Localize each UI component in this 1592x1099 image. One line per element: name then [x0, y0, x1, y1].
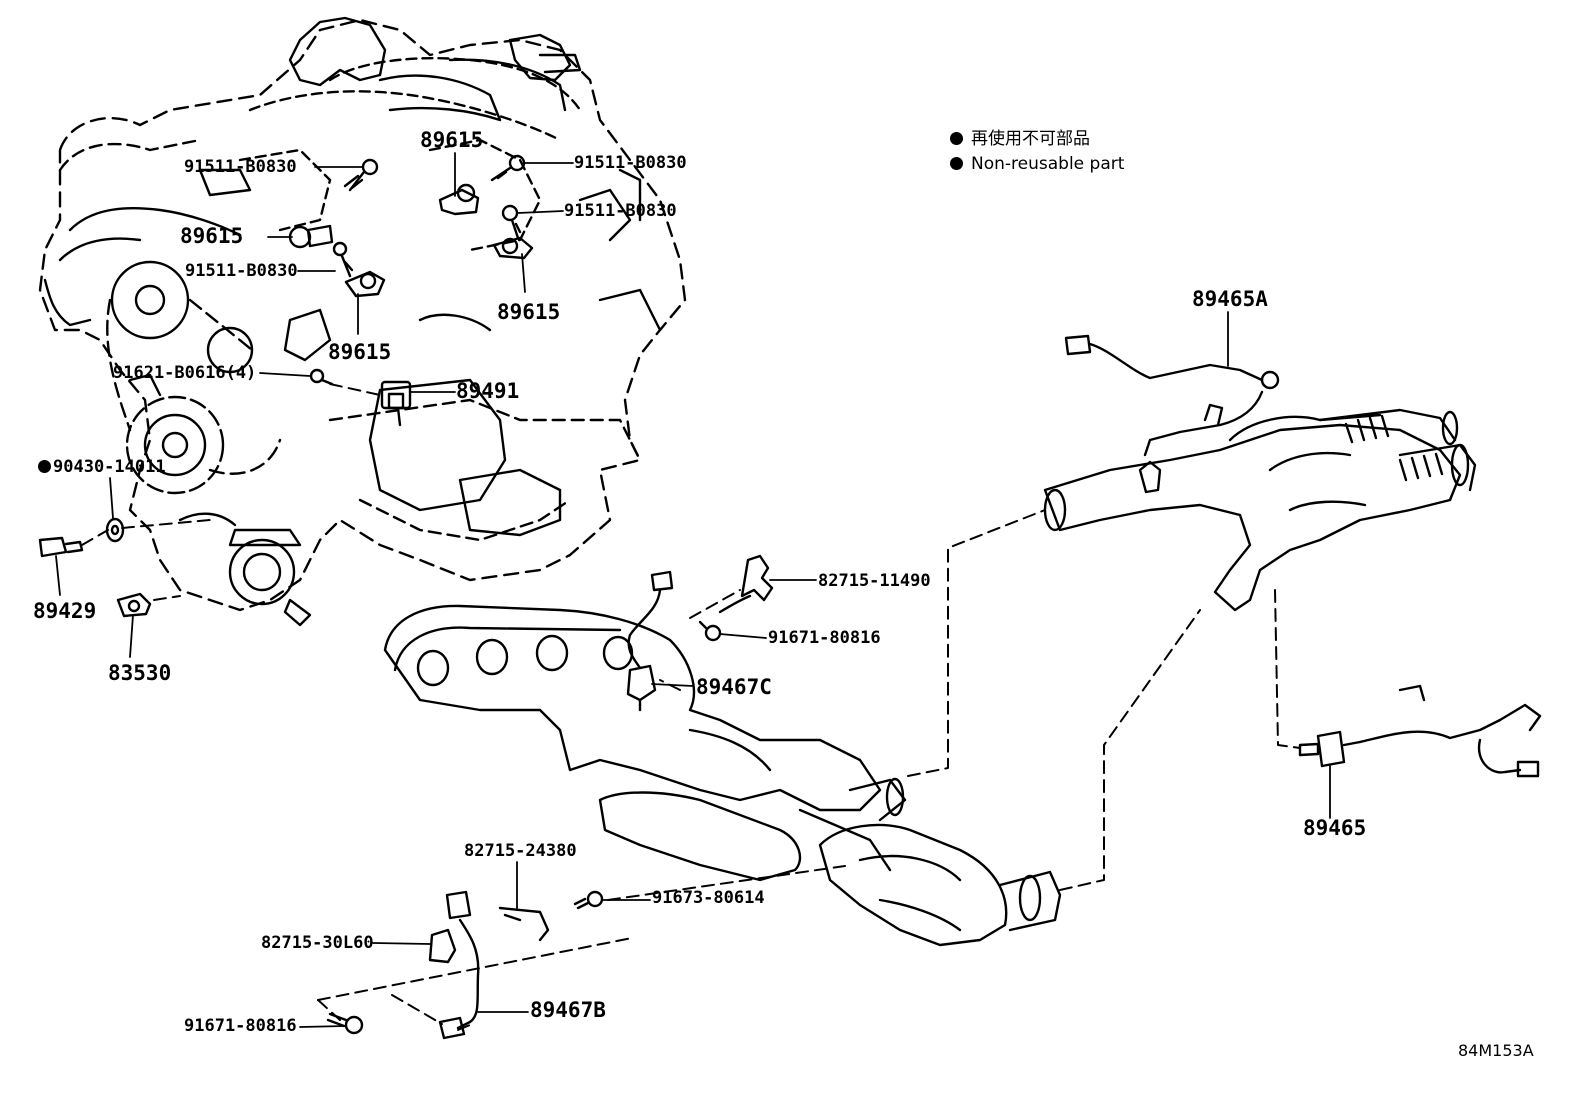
part-label-bolt-right: 91511-B0830	[564, 201, 677, 221]
non-reusable-dot-icon	[38, 460, 51, 473]
exhaust-manifold	[383, 604, 1062, 947]
gasket-number: 90430-14011	[53, 457, 166, 477]
non-reusable-dot-icon	[950, 157, 963, 170]
part-label-bracket-mid: 82715-24380	[464, 841, 577, 861]
part-label-gasket: 90430-14011	[38, 459, 166, 476]
non-reusable-dot-icon	[950, 132, 963, 145]
engine-assembly	[38, 16, 687, 627]
part-label-knock-sensor-left: 89615	[180, 224, 244, 248]
part-label-oil-sender: 83530	[108, 661, 172, 685]
part-label-bracket-upper: 82715-11490	[818, 571, 931, 591]
part-label-oxygen-sensor-b: 89467B	[530, 998, 606, 1022]
part-label-knock-sensor-top: 89615	[420, 128, 484, 152]
part-label-oil-pressure-switch: 89429	[33, 599, 97, 623]
legend-item-japanese: 再使用不可部品	[950, 131, 1090, 148]
legend-item-english: Non-reusable part	[950, 156, 1124, 173]
exhaust-pipe	[1043, 408, 1477, 612]
knock-sensors	[288, 183, 534, 298]
part-label-oxygen-sensor-a: 89465A	[1192, 287, 1268, 311]
oxygen-sensors	[428, 334, 1542, 1040]
assembly-guide-lines	[81, 383, 1301, 1031]
leader-lines	[55, 152, 1331, 1028]
part-label-oxygen-sensor-rear: 89465	[1303, 816, 1367, 840]
legend-text: 再使用不可部品	[971, 129, 1090, 149]
part-label-bolt-mid-left: 91511-B0830	[185, 261, 298, 281]
part-label-bolt-top-left: 91511-B0830	[184, 157, 297, 177]
figure-code: 84M153A	[1458, 1041, 1534, 1060]
legend-text: Non-reusable part	[971, 154, 1125, 174]
part-label-bolt-lower-right: 91673-80614	[652, 888, 765, 908]
part-label-knock-sensor-bottom: 89615	[328, 340, 392, 364]
part-label-oxygen-sensor-c: 89467C	[696, 675, 772, 699]
part-label-bracket-lower: 82715-30L60	[261, 933, 374, 953]
part-label-bolt-top-right: 91511-B0830	[574, 153, 687, 173]
part-label-bolt-upper: 91671-80816	[768, 628, 881, 648]
part-label-knock-sensor-right: 89615	[497, 300, 561, 324]
part-label-cam-bolt: 91621-B0616(4)	[113, 363, 257, 383]
part-label-cam-sensor: 89491	[456, 379, 520, 403]
part-label-bolt-lower-left: 91671-80816	[184, 1016, 297, 1036]
